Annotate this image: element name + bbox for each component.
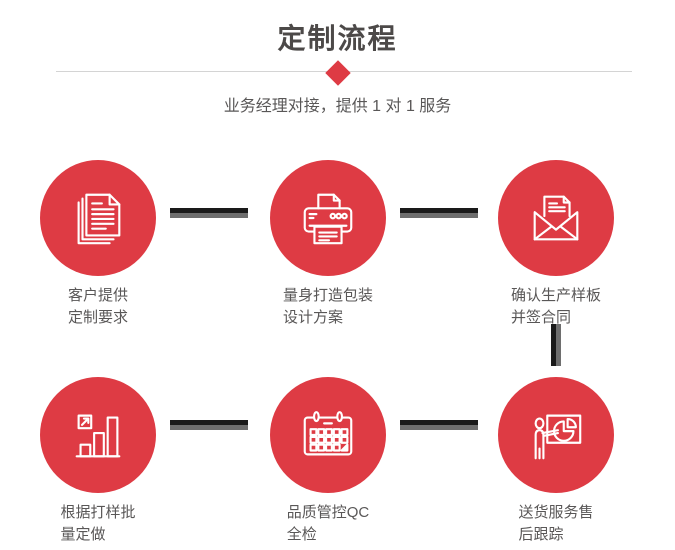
step-6: 送货服务售 后跟踪 [476,377,636,546]
step-1-label: 客户提供 定制要求 [67,287,128,326]
connector-step3-step6 [551,324,561,366]
subtitle: 业务经理对接，提供 1 对 1 服务 [223,98,452,115]
step-5: 品质管控QC 全检 [248,377,408,546]
step-3-label: 确认生产样板 并签合同 [510,287,601,326]
step-4-label: 根据打样批 量定做 [60,504,136,543]
presentation-icon [534,414,582,460]
step-5-label: 品质管控QC 全检 [286,504,370,543]
step-4: 根据打样批 量定做 [18,377,178,546]
step-1: 客户提供 定制要求 [18,160,178,329]
step-3: 确认生产样板 并签合同 [476,160,636,329]
step-6-circle [498,377,614,493]
step-2-circle [270,160,386,276]
step-6-label: 送货服务售 后跟踪 [518,504,594,543]
page-title: 定制流程 [277,23,398,54]
step-2: 量身打造包装 设计方案 [248,160,408,329]
connector-step4-step5 [170,420,248,430]
step-4-caption: 根据打样批 量定做 [18,502,178,546]
step-2-caption: 量身打造包装 设计方案 [248,285,408,329]
connector-step5-step6 [400,420,478,430]
step-3-caption: 确认生产样板 并签合同 [476,285,636,329]
step-1-circle [40,160,156,276]
connector-step2-step3 [400,208,478,218]
step-4-circle [40,377,156,493]
printer-icon [303,193,353,245]
documents-icon [77,193,121,245]
step-5-circle [270,377,386,493]
connector-step1-step2 [170,208,248,218]
step-1-caption: 客户提供 定制要求 [18,285,178,329]
step-2-label: 量身打造包装 设计方案 [282,287,373,326]
envelope-icon [533,195,579,241]
bar-chart-icon [75,414,121,458]
step-6-caption: 送货服务售 后跟踪 [476,502,636,546]
step-3-circle [498,160,614,276]
calendar-icon [303,411,353,456]
step-5-caption: 品质管控QC 全检 [248,502,408,546]
diamond-icon [324,60,351,86]
